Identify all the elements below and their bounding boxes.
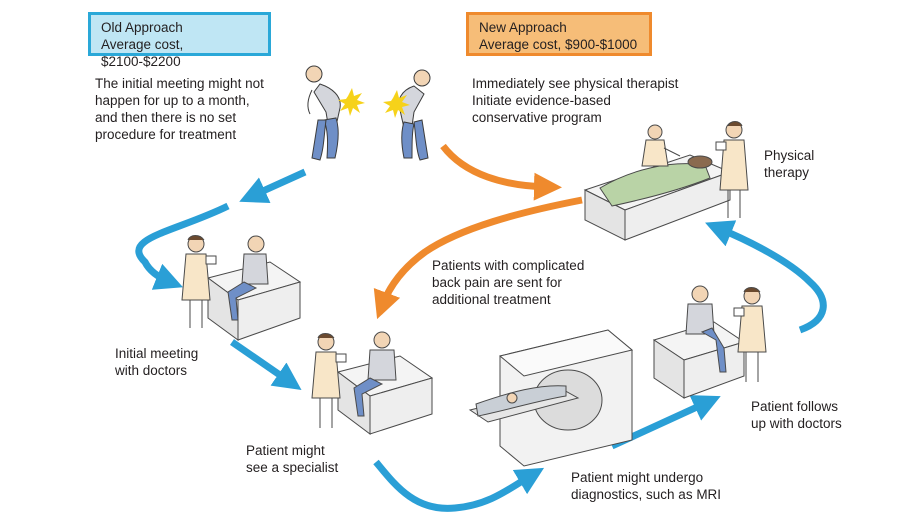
patient-back-pain-old [305,65,341,161]
caption-line: Initial meeting [115,346,199,361]
new-approach-description: Immediately see physical therapist Initi… [472,75,678,126]
caption-line: procedure for treatment [95,127,237,142]
arrow-old-4 [373,459,545,512]
doctor-followup [733,287,767,382]
patient-specialist [353,331,397,417]
caption-line: see a specialist [246,460,339,475]
old-approach-cost: Average cost, $2100-$2200 [101,37,184,69]
pain-burst-old [338,88,365,116]
caption-line: conservative program [472,110,602,125]
old-approach-box: Old Approach Average cost, $2100-$2200 [88,12,271,69]
therapy-table [583,154,732,241]
caption-line: and then there is no set [95,110,237,125]
patient-back-pain-new [398,69,431,161]
arrow-old-3 [230,339,302,390]
caption-line: up with doctors [751,416,842,431]
old-approach-description: The initial meeting might not happen for… [95,75,264,143]
initial-meeting-label: Initial meeting with doctors [115,345,198,379]
caption-line: with doctors [115,363,188,378]
therapist-physical [641,124,681,167]
new-approach-cost: Average cost, $900-$1000 [479,37,638,52]
patient-followup [685,285,727,373]
caption-line: Patients with complicated [432,258,585,273]
old-approach-title: Old Approach [101,20,183,35]
doctor-initial [181,235,217,328]
caption-line: Immediately see physical therapist [472,76,679,91]
mri-scanner [468,329,634,467]
caption-line: The initial meeting might not [95,76,264,91]
new-approach-box: New Approach Average cost, $900-$1000 [466,12,652,56]
pain-burst-new [383,90,410,118]
caption-line: therapy [764,165,810,180]
new-approach-title: New Approach [479,20,567,35]
arrow-new-1 [440,143,562,201]
physical-therapy-label: Physical therapy [764,147,814,181]
caption-line: back pain are sent for [432,275,562,290]
caption-line: Physical [764,148,815,163]
specialist-label: Patient might see a specialist [246,442,338,476]
arrow-old-2 [135,202,230,290]
diagnostics-label: Patient might undergo diagnostics, such … [571,469,721,503]
caption-line: Initiate evidence-based [472,93,611,108]
doctor-physical [715,121,749,218]
arrow-old-1 [239,168,307,203]
caption-line: Patient might undergo [571,470,704,485]
caption-line: Patient might [246,443,325,458]
arrow-old-6 [705,220,827,334]
doctor-specialist [311,333,347,428]
caption-line: happen for up to a month, [95,93,250,108]
follow-up-label: Patient follows up with doctors [751,398,842,432]
caption-line: Patient follows [751,399,839,414]
caption-line: diagnostics, such as MRI [571,487,722,502]
patient-initial [227,235,269,321]
arrow-new-2 [373,196,583,320]
caption-line: additional treatment [432,292,551,307]
complicated-pain-label: Patients with complicated back pain are … [432,257,584,308]
exam-table-followup [652,321,746,399]
